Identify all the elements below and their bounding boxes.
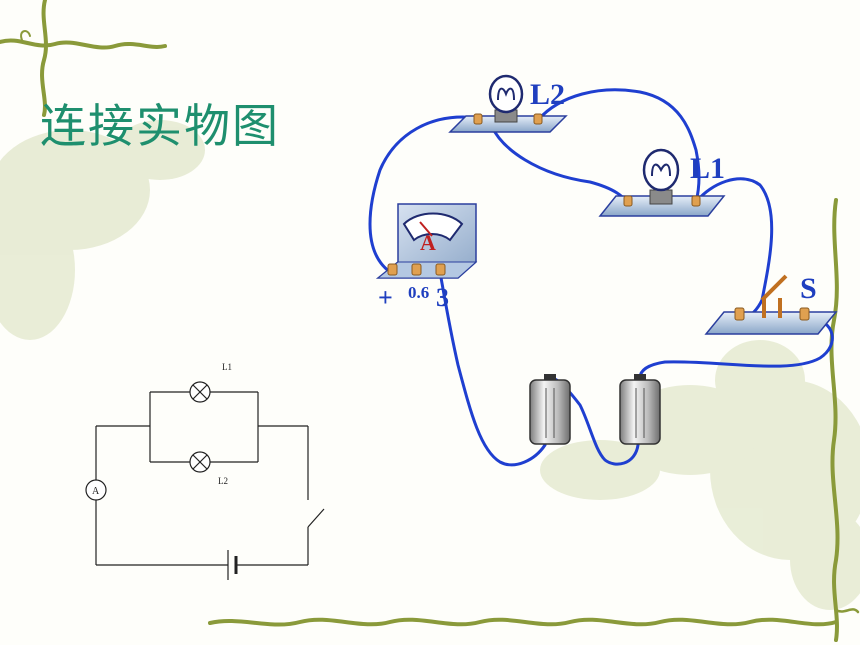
ammeter-terminal-0-6: 0.6: [408, 283, 429, 302]
ammeter-terminal-plus: +: [378, 283, 393, 312]
wire-l2-to-l1-right: [536, 88, 701, 205]
wire-ammeter-3-to-battery: [438, 270, 547, 467]
lamp-l2-label: L2: [530, 78, 565, 111]
floral-watermark-left: [0, 120, 205, 340]
wire-switch-to-battery: [638, 316, 834, 380]
schematic-battery: [227, 550, 238, 580]
schematic-lamp-lower: [189, 451, 211, 473]
wire-ammeter-plus-to-l2: [368, 115, 480, 274]
ammeter-symbol: A: [420, 230, 436, 255]
schematic-ammeter-symbol: A: [92, 486, 100, 497]
battery-right: [619, 374, 661, 445]
ammeter: A + 0.6 3: [375, 203, 478, 312]
schematic-lamp-upper-label: L1: [222, 362, 232, 372]
schematic-lamp-upper: [189, 381, 211, 403]
schematic-ammeter: A: [85, 479, 107, 501]
vine-top-left: [0, 0, 167, 117]
schematic-lamp-lower-label: L2: [218, 476, 228, 486]
vine-bottom: [208, 617, 838, 627]
lamp-l2: L2: [448, 74, 568, 133]
lamp-l1: L1: [598, 148, 726, 217]
switch-s: S: [704, 272, 838, 335]
vine-right: [829, 198, 860, 642]
ammeter-terminal-3: 3: [436, 283, 449, 312]
switch-label: S: [800, 272, 817, 305]
slide-title: 连接实物图: [40, 99, 280, 153]
floral-watermark-right: [540, 340, 860, 610]
lamp-l1-label: L1: [690, 152, 725, 185]
battery-left: [529, 374, 571, 445]
